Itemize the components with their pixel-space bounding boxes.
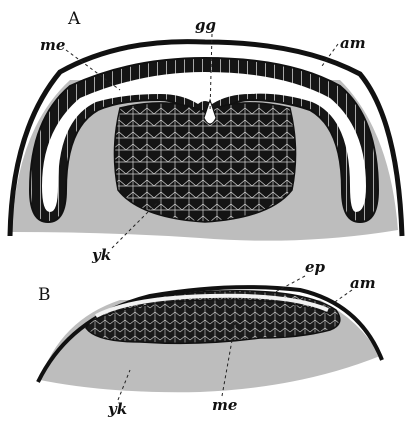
- label-am-b: am: [350, 274, 376, 292]
- panel-b: B ep am yk me: [38, 258, 382, 418]
- label-yk-a: yk: [91, 246, 111, 264]
- panel-a: A me gg am yk: [10, 9, 402, 264]
- panel-b-letter: B: [38, 285, 51, 305]
- label-am-a: am: [340, 34, 366, 52]
- embryo-layer-b: [86, 291, 340, 344]
- panel-a-letter: A: [67, 9, 81, 29]
- label-me-b: me: [212, 396, 237, 414]
- label-gg: gg: [195, 16, 216, 34]
- label-yk-b: yk: [107, 400, 127, 418]
- label-ep: ep: [305, 258, 326, 276]
- label-me-a: me: [40, 36, 65, 54]
- leader-am-b: [332, 290, 352, 304]
